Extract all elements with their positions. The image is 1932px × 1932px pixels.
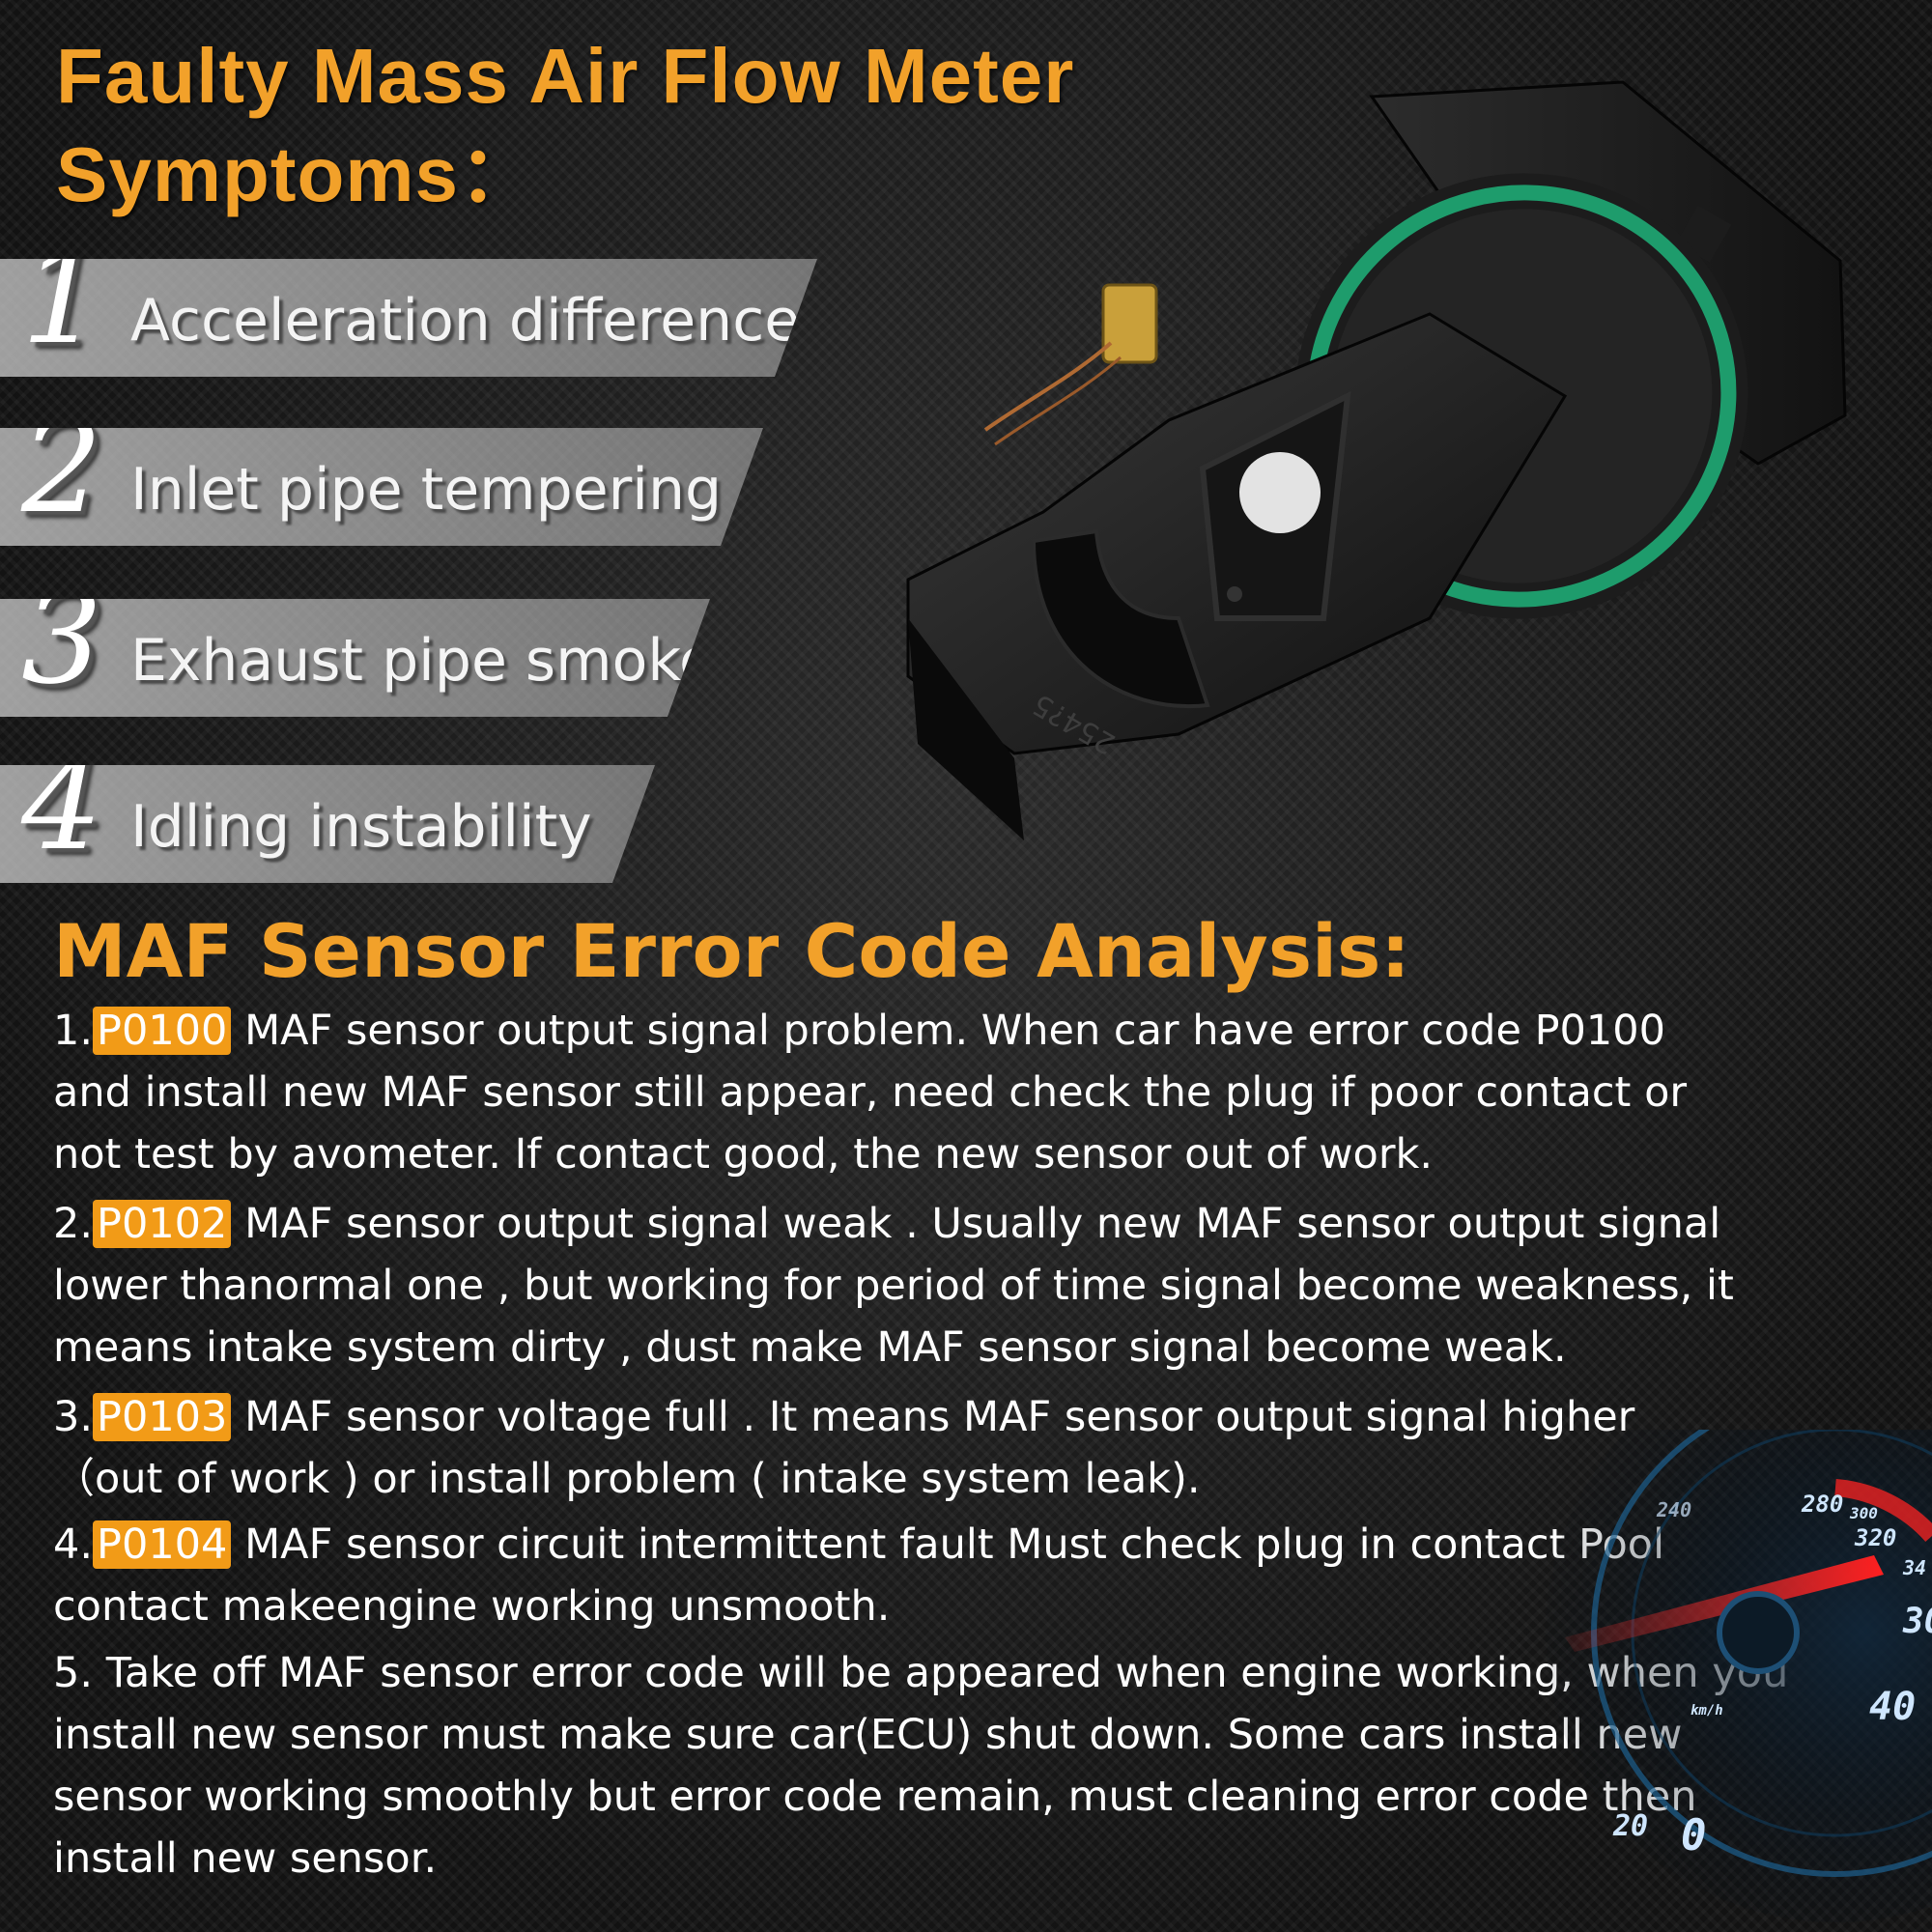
error-code-badge: P0104 bbox=[93, 1520, 232, 1569]
error-code-item: 2.P0102 MAF sensor output signal weak . … bbox=[53, 1193, 1782, 1378]
item-prefix: 2. bbox=[53, 1200, 94, 1248]
gauge-label: 300 bbox=[1849, 1504, 1878, 1522]
gauge-label: 40 bbox=[1869, 1685, 1916, 1729]
error-code-badge: P0103 bbox=[93, 1393, 232, 1441]
gauge-label: 0 bbox=[1681, 1811, 1707, 1861]
item-prefix: 5. bbox=[53, 1649, 94, 1697]
error-code-item: 3.P0103 MAF sensor voltage full . It mea… bbox=[53, 1386, 1715, 1510]
gauge-label: 34 bbox=[1902, 1556, 1926, 1579]
symptom-number: 4 bbox=[21, 730, 102, 879]
item-prefix: 1. bbox=[53, 1007, 94, 1055]
symptom-number: 1 bbox=[21, 224, 102, 373]
error-code-badge: P0102 bbox=[93, 1200, 232, 1248]
gauge-label: 320 bbox=[1854, 1524, 1896, 1551]
symptom-label: Acceleration difference bbox=[130, 287, 801, 355]
symptom-number: 3 bbox=[21, 564, 102, 713]
gauge-label: 240 bbox=[1656, 1498, 1691, 1521]
title-line-1: Faulty Mass Air Flow Meter bbox=[56, 33, 1075, 119]
title-line-2: Symptoms： bbox=[56, 131, 537, 217]
error-code-item: 1.P0100 MAF sensor output signal problem… bbox=[53, 1000, 1744, 1185]
item-text: MAF sensor output signal problem. When c… bbox=[53, 1007, 1688, 1179]
symptom-label: Exhaust pipe smoke bbox=[130, 627, 715, 695]
error-code-item: 4.P0104 MAF sensor circuit intermittent … bbox=[53, 1514, 1753, 1637]
gauge-unit: km/h bbox=[1690, 1703, 1723, 1719]
symptom-number: 2 bbox=[21, 393, 102, 542]
symptom-banner-3: 3 Exhaust pipe smoke bbox=[0, 599, 710, 717]
gauge-label: 30 bbox=[1902, 1602, 1932, 1641]
page-title: Faulty Mass Air Flow Meter Symptoms： bbox=[56, 27, 1074, 224]
item-text: MAF sensor output signal weak . Usually … bbox=[53, 1200, 1734, 1372]
gauge-label: 280 bbox=[1801, 1491, 1843, 1518]
error-code-badge: P0100 bbox=[93, 1007, 232, 1055]
speedometer-icon: 240 280 300 320 34 30 40 20 0 km/h bbox=[1546, 1430, 1932, 1922]
symptom-label: Inlet pipe tempering bbox=[130, 456, 723, 524]
item-prefix: 3. bbox=[53, 1393, 94, 1441]
gauge-label: 20 bbox=[1612, 1809, 1648, 1843]
symptom-label: Idling instability bbox=[130, 793, 592, 861]
symptom-banner-1: 1 Acceleration difference bbox=[0, 259, 817, 377]
item-text: MAF sensor circuit intermittent fault Mu… bbox=[53, 1520, 1665, 1631]
maf-sensor-icon: 254?5 bbox=[906, 80, 1847, 840]
symptom-banner-4: 4 Idling instability bbox=[0, 765, 655, 883]
analysis-title: MAF Sensor Error Code Analysis: bbox=[53, 908, 1410, 994]
error-code-item: 5. Take off MAF sensor error code will b… bbox=[53, 1642, 1831, 1889]
symptom-banner-2: 2 Inlet pipe tempering bbox=[0, 428, 763, 546]
item-prefix: 4. bbox=[53, 1520, 94, 1569]
item-text: Take off MAF sensor error code will be a… bbox=[53, 1649, 1789, 1883]
item-text: MAF sensor voltage full . It means MAF s… bbox=[53, 1393, 1635, 1503]
